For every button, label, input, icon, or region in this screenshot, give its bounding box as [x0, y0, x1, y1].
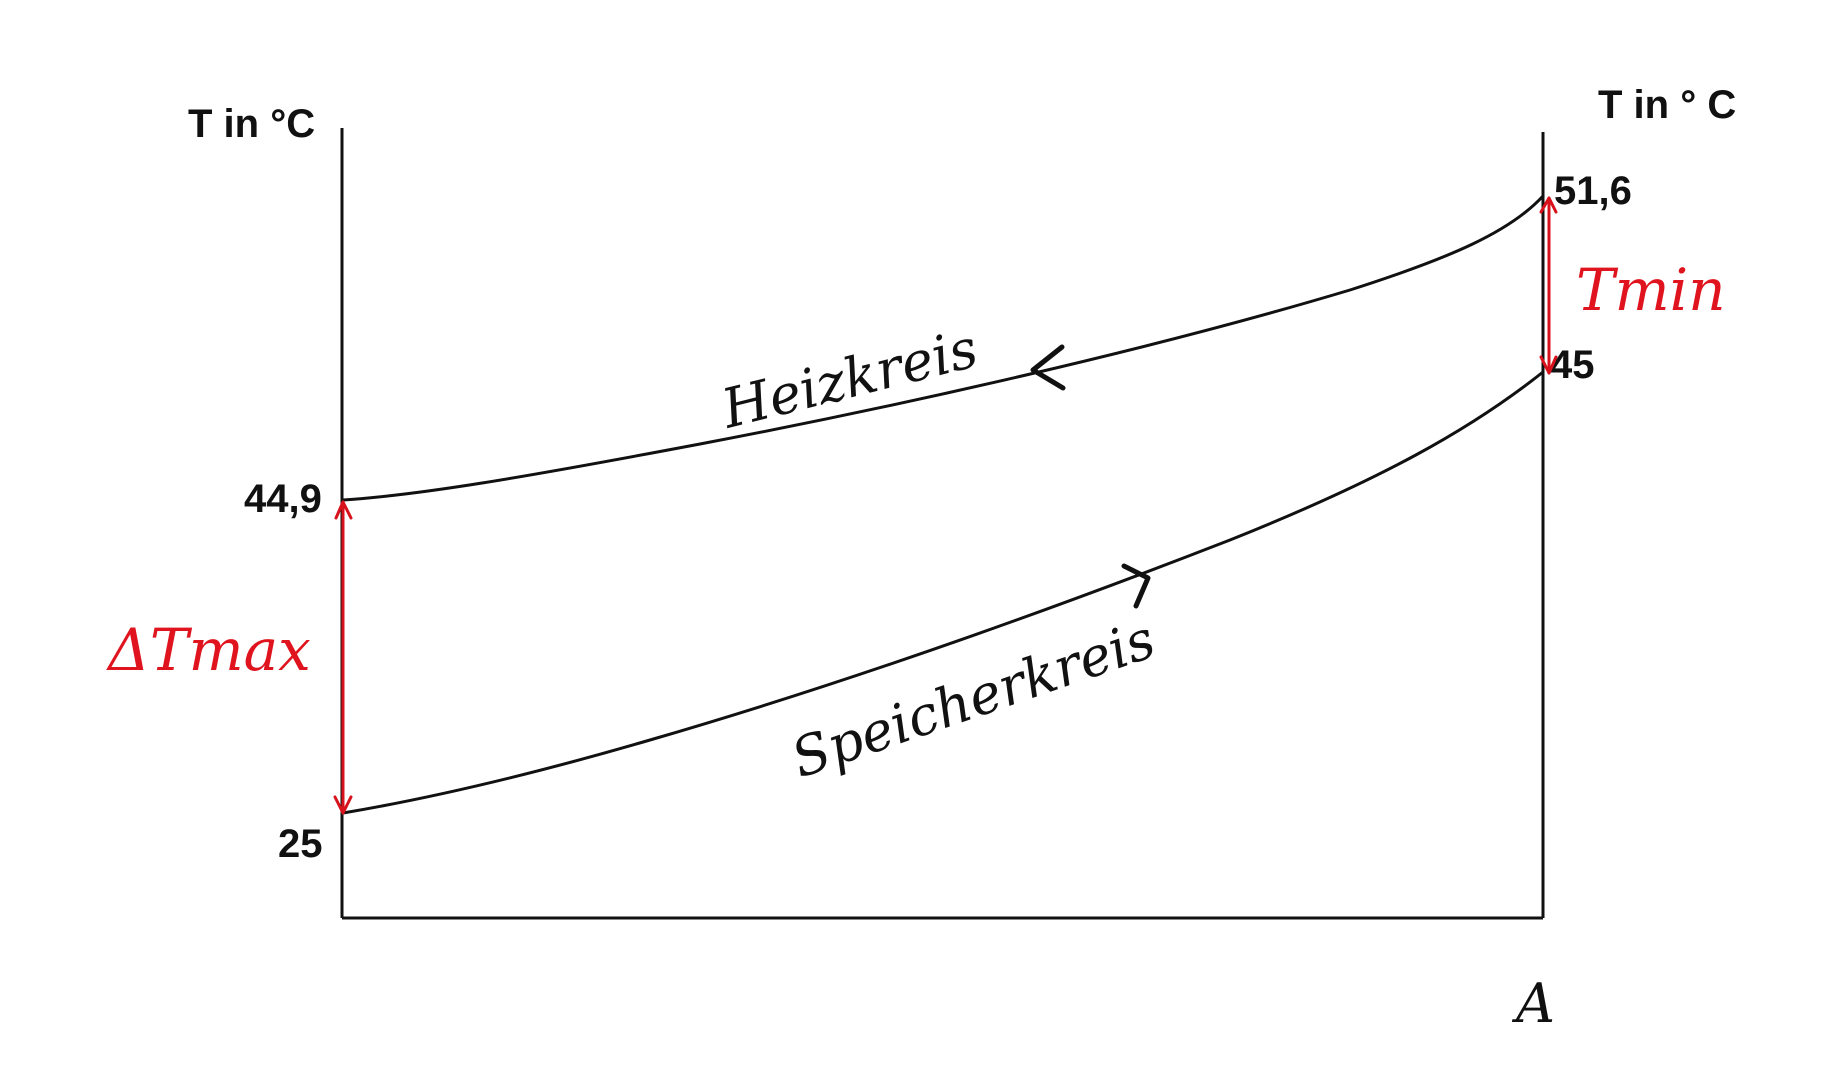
left-axis-label: T in °C: [188, 102, 315, 146]
tick-left-top: 44,9: [244, 477, 322, 521]
speicherkreis-arrow-icon: [1121, 563, 1151, 609]
tmin-arrow: [1539, 196, 1558, 375]
heizkreis-label: Heizkreis: [715, 317, 984, 441]
heizkreis-curve: [341, 194, 1545, 502]
tmin-label: Tmin: [1576, 256, 1726, 324]
tick-right-bottom: 45: [1550, 343, 1595, 387]
right-axis-label: T in ° C: [1598, 83, 1736, 127]
tick-left-bottom: 25: [278, 822, 323, 866]
delta-tmax-arrow: [333, 500, 353, 815]
heizkreis-arrow-icon: [1030, 344, 1066, 391]
tick-right-top: 51,6: [1554, 169, 1632, 213]
x-axis-label: A: [1511, 972, 1555, 1035]
delta-tmax-label: ΔTmax: [106, 616, 311, 684]
speicherkreis-curve: [341, 370, 1545, 815]
